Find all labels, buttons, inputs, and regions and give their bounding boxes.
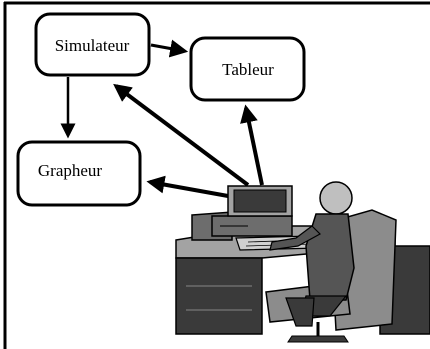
node-tableur: Tableur: [189, 36, 306, 102]
node-grapheur: Grapheur: [16, 140, 142, 207]
edge-workstation-simulateur: [113, 83, 250, 187]
edge-simulateur-tableur: [150, 39, 189, 58]
node-grapheur-label: Grapheur: [38, 161, 103, 180]
node-simulateur-label: Simulateur: [55, 36, 130, 55]
edges: [60, 39, 264, 198]
node-tableur-label: Tableur: [222, 60, 274, 79]
edge-workstation-grapheur: [146, 175, 229, 198]
node-simulateur: Simulateur: [34, 12, 151, 77]
person-at-computer-desk-icon: [175, 181, 430, 343]
frame: [3, 1, 430, 349]
edge-workstation-tableur: [240, 104, 264, 186]
